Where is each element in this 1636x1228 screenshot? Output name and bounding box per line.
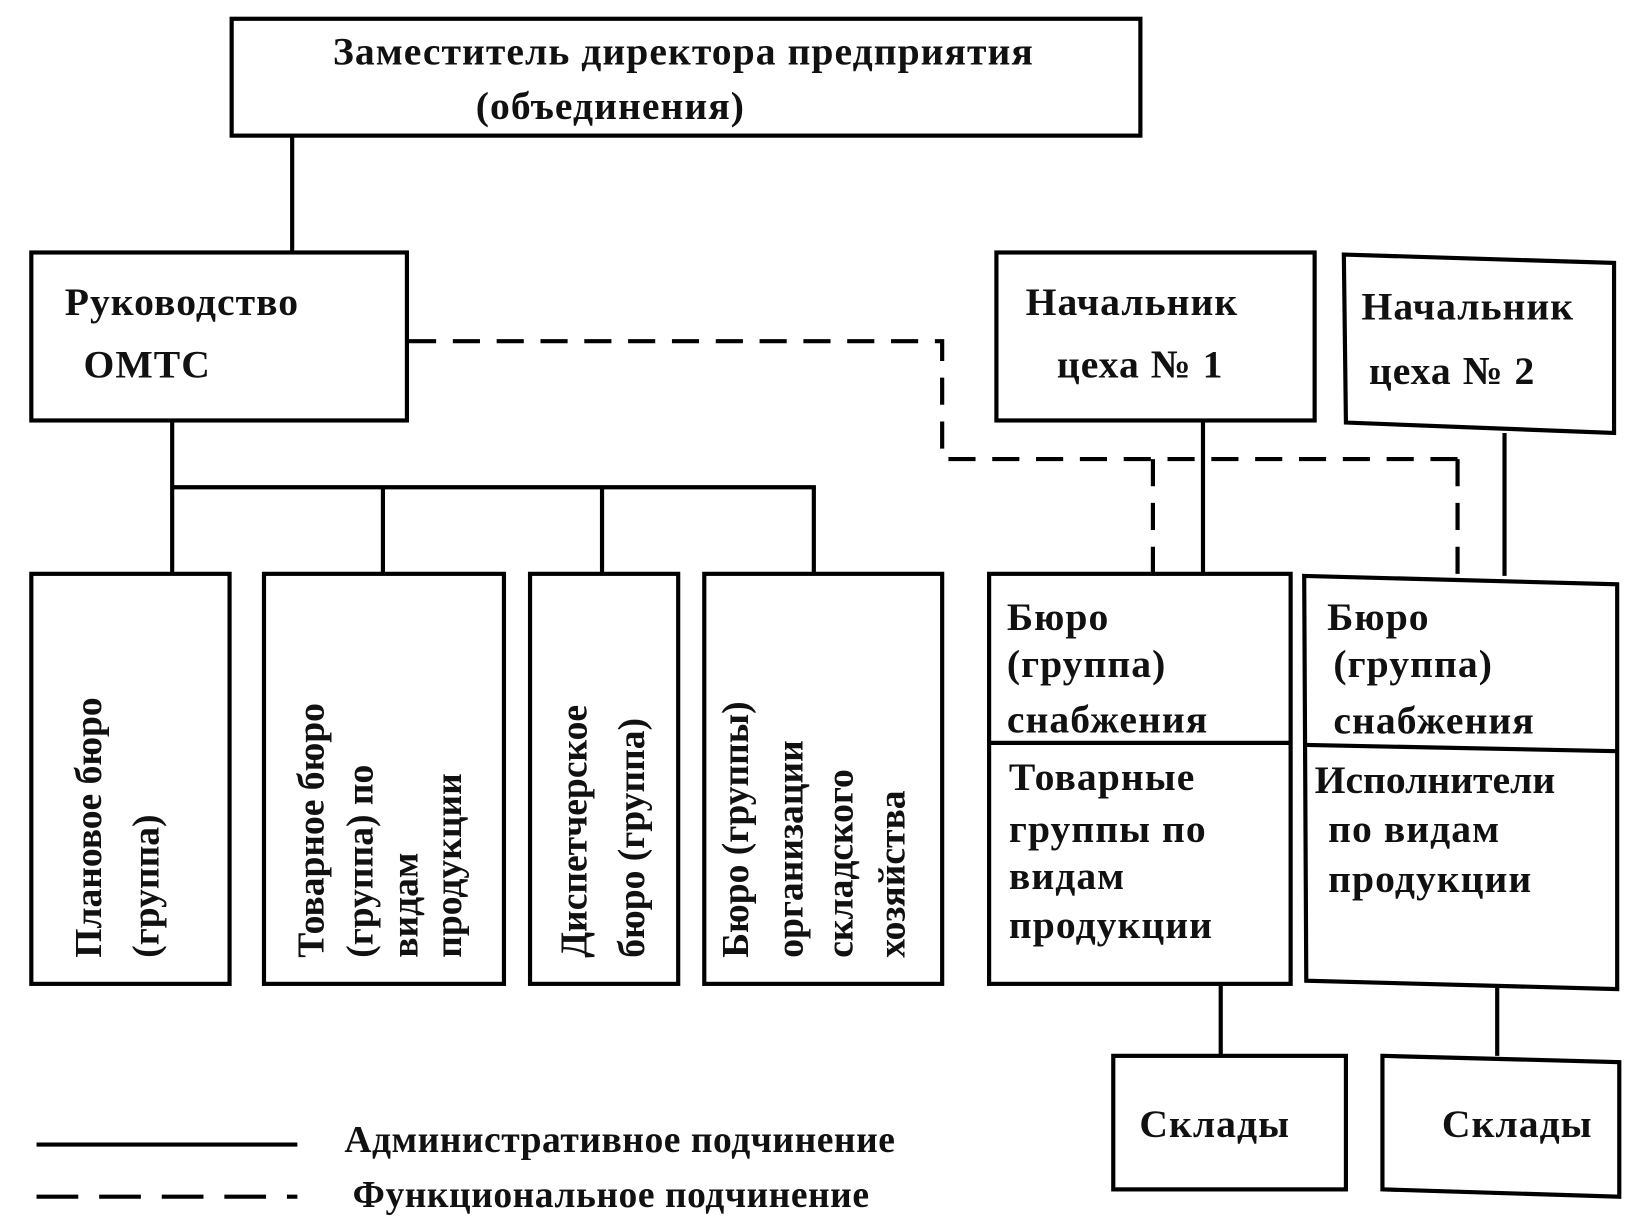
supply-text: (группа)	[1333, 642, 1493, 686]
supply-text: снабжения	[1007, 697, 1208, 741]
supply-text: по видам	[1328, 807, 1500, 851]
supply-text: Товарные	[1009, 755, 1195, 799]
legend: Административное подчинение Функциональн…	[36, 1120, 895, 1216]
supply-text: группы по	[1009, 807, 1207, 851]
deputy-director-line-2: (объединения)	[476, 84, 745, 128]
supply-text: (группа)	[1007, 642, 1167, 686]
shop-1-line-1: Начальник	[1026, 280, 1239, 324]
warehouse-label: Склады	[1442, 1102, 1593, 1146]
functional-lines	[409, 339, 1460, 574]
bureau-text: Диспетчерское	[554, 705, 595, 958]
warehouse-1-box: Склады	[1111, 1053, 1349, 1192]
supply-text: Исполнители	[1315, 758, 1556, 802]
supply-text: продукции	[1009, 903, 1213, 947]
bureau-text: Товарное бюро	[291, 703, 332, 958]
omts-management-box: Руководство ОМТС	[29, 250, 410, 423]
bureau-text: видам	[385, 853, 426, 958]
supply-text: Бюро	[1327, 595, 1430, 639]
bureau-text: хозяйства	[873, 790, 914, 958]
bureau-text: (группа)	[127, 815, 168, 958]
shop-2-head-box: Начальник цеха № 2	[1341, 252, 1617, 436]
supply-bureau-1-box: Бюро (группа) снабжения Товарные группы …	[987, 571, 1293, 986]
supply-text: продукции	[1328, 857, 1532, 901]
legend-functional: Функциональное подчинение	[353, 1175, 870, 1216]
shop-1-head-box: Начальник цеха № 1	[994, 250, 1317, 423]
supply-text: видам	[1009, 854, 1125, 898]
bureau-text: Бюро (группы)	[716, 701, 757, 957]
shop-2-line-1: Начальник	[1362, 284, 1575, 328]
warehouse-2-box: Склады	[1380, 1053, 1622, 1199]
bureau-text: складского	[820, 769, 861, 958]
bureau-text: организации	[770, 740, 811, 958]
supply-text: снабжения	[1333, 698, 1534, 742]
warehouse-org-bureau-box: Бюро (группы) организации складского хоз…	[702, 571, 945, 986]
deputy-director-box: Заместитель директора предприятия (объед…	[229, 16, 1143, 138]
supply-text: Бюро	[1007, 595, 1110, 639]
deputy-director-line-1: Заместитель директора предприятия	[333, 30, 1034, 74]
bureau-text: (группа) по	[340, 765, 381, 958]
shop-1-line-2: цеха № 1	[1057, 343, 1224, 387]
administrative-lines	[170, 420, 1507, 1056]
shop-2-line-2: цеха № 2	[1369, 349, 1536, 393]
legend-administrative: Административное подчинение	[344, 1120, 895, 1161]
bureau-text: бюро (группа)	[612, 718, 653, 958]
bureau-text: Плановое бюро	[69, 697, 110, 957]
omts-line-2: ОМТС	[83, 343, 210, 387]
dispatch-bureau-box: Диспетчерское бюро (группа)	[527, 571, 681, 986]
bureau-text: продукции	[429, 773, 470, 958]
commodity-bureau-box: Товарное бюро (группа) по видам продукци…	[261, 571, 507, 986]
planning-bureau-box: Плановое бюро (группа)	[29, 571, 232, 986]
omts-line-1: Руководство	[65, 280, 299, 324]
warehouse-label: Склады	[1139, 1102, 1290, 1146]
supply-bureau-2-box: Бюро (группа) снабжения Исполнители по в…	[1302, 573, 1620, 992]
